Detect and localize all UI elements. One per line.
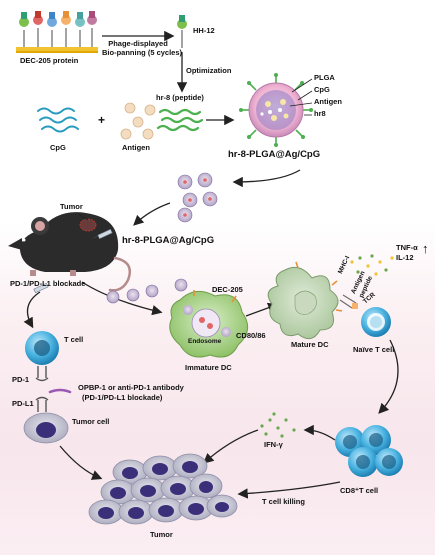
nanoparticle-icon (239, 73, 313, 147)
tumor-cell-icon (23, 412, 69, 444)
immature-dc-label: Immature DC (185, 363, 232, 372)
syringe-icon (92, 228, 113, 240)
dec205-protein-label: DEC-205 protein (20, 56, 79, 65)
blocker-icon (48, 388, 72, 394)
phage-label-line2: Bio-panning (5 cycles) (102, 48, 183, 57)
legend-cpg: CpG (314, 85, 330, 94)
arrow-to-injection (232, 169, 301, 188)
nanoparticle-title: hr-8-PLGA@Ag/CpG (228, 149, 321, 160)
mature-dc-label: Mature DC (291, 340, 329, 349)
hh12-label: HH-12 (193, 26, 215, 35)
pdl1-label: PD-L1 (12, 399, 34, 408)
phage-label-line1: Phage-displayed (108, 39, 168, 48)
arrow-ifn-to-tumor (203, 429, 259, 464)
hh12-phage-icon (177, 15, 187, 48)
nanoparticle-legend-lines (289, 78, 313, 116)
dc-nanoparticles-icon (106, 278, 188, 304)
tumor-label-mouse: Tumor (60, 202, 83, 211)
tumor-pointer-line (77, 213, 89, 221)
hr8-peptide-icon (156, 108, 204, 132)
dec205-protein-icon (16, 11, 98, 53)
pdl1-ligand-icon (35, 396, 49, 412)
upregulation-arrow: ↑ (422, 241, 429, 256)
arrow-to-ifn (303, 424, 336, 441)
mhc-tcr-synapse-icon (339, 294, 358, 309)
il12-label: IL-12 (396, 253, 414, 262)
arrow-to-mouse (133, 202, 171, 226)
arrow-to-t-cell (23, 291, 41, 329)
legend-antigen: Antigen (314, 97, 342, 106)
syringe-icon-2 (33, 282, 49, 294)
t-cell-label: T cell (64, 335, 84, 344)
immature-dc-icon (169, 290, 249, 358)
injection-label: hr-8-PLGA@Ag/CpG (122, 235, 215, 246)
plus-label: + (98, 113, 106, 127)
cpg-icon (37, 107, 79, 133)
dec205-label: DEC-205 (212, 285, 243, 294)
antigen-icon (120, 102, 156, 140)
tumor-label: Tumor (150, 530, 173, 539)
arrow-to-tumor-mass (59, 445, 103, 480)
optimization-label: Optimization (186, 66, 232, 75)
arrow-t-cell-killing (237, 481, 341, 499)
arrow-to-cd8 (378, 339, 399, 414)
endosome-label: Endosome (188, 338, 222, 345)
pd1-label: PD-1 (12, 375, 30, 384)
blockade-label: PD-1/PD-L1 blockade (10, 279, 86, 288)
antigen-label: Antigen (122, 143, 150, 152)
naive-t-cell-label: Naïve T cell (353, 345, 395, 354)
ifn-gamma-dots-icon (260, 412, 296, 438)
opbp-label-line1: OPBP-1 or anti-PD-1 antibody (78, 383, 184, 392)
cd8-t-cell-label: CD8⁺T cell (340, 486, 379, 495)
cpg-label: CpG (50, 143, 66, 152)
t-cell-icon (25, 331, 59, 365)
cd8086-label: CD80/86 (236, 331, 266, 340)
cd8-t-cell-icon (335, 425, 403, 477)
legend-hr8: hr8 (314, 109, 326, 118)
t-cell-killing-label: T cell killing (262, 497, 305, 506)
legend-plga: PLGA (314, 73, 335, 82)
mouse-icon (8, 212, 132, 292)
tumor-mass-icon (88, 453, 238, 525)
naive-t-cell-icon (361, 307, 391, 337)
opbp-label-line2: (PD-1/PD-L1 blockade) (82, 393, 163, 402)
mature-dc-icon (267, 261, 343, 340)
tnf-label: TNF-α (396, 243, 418, 252)
hr8-peptide-label: hr-8 (peptide) (156, 93, 204, 102)
pd1-receptor-icon (35, 366, 49, 382)
ifn-gamma-label: IFN-γ (264, 440, 283, 449)
cytokine-dots-icon (350, 254, 394, 276)
tumor-cell-label: Tumor cell (72, 417, 110, 426)
small-nanoparticles-icon (177, 172, 218, 223)
